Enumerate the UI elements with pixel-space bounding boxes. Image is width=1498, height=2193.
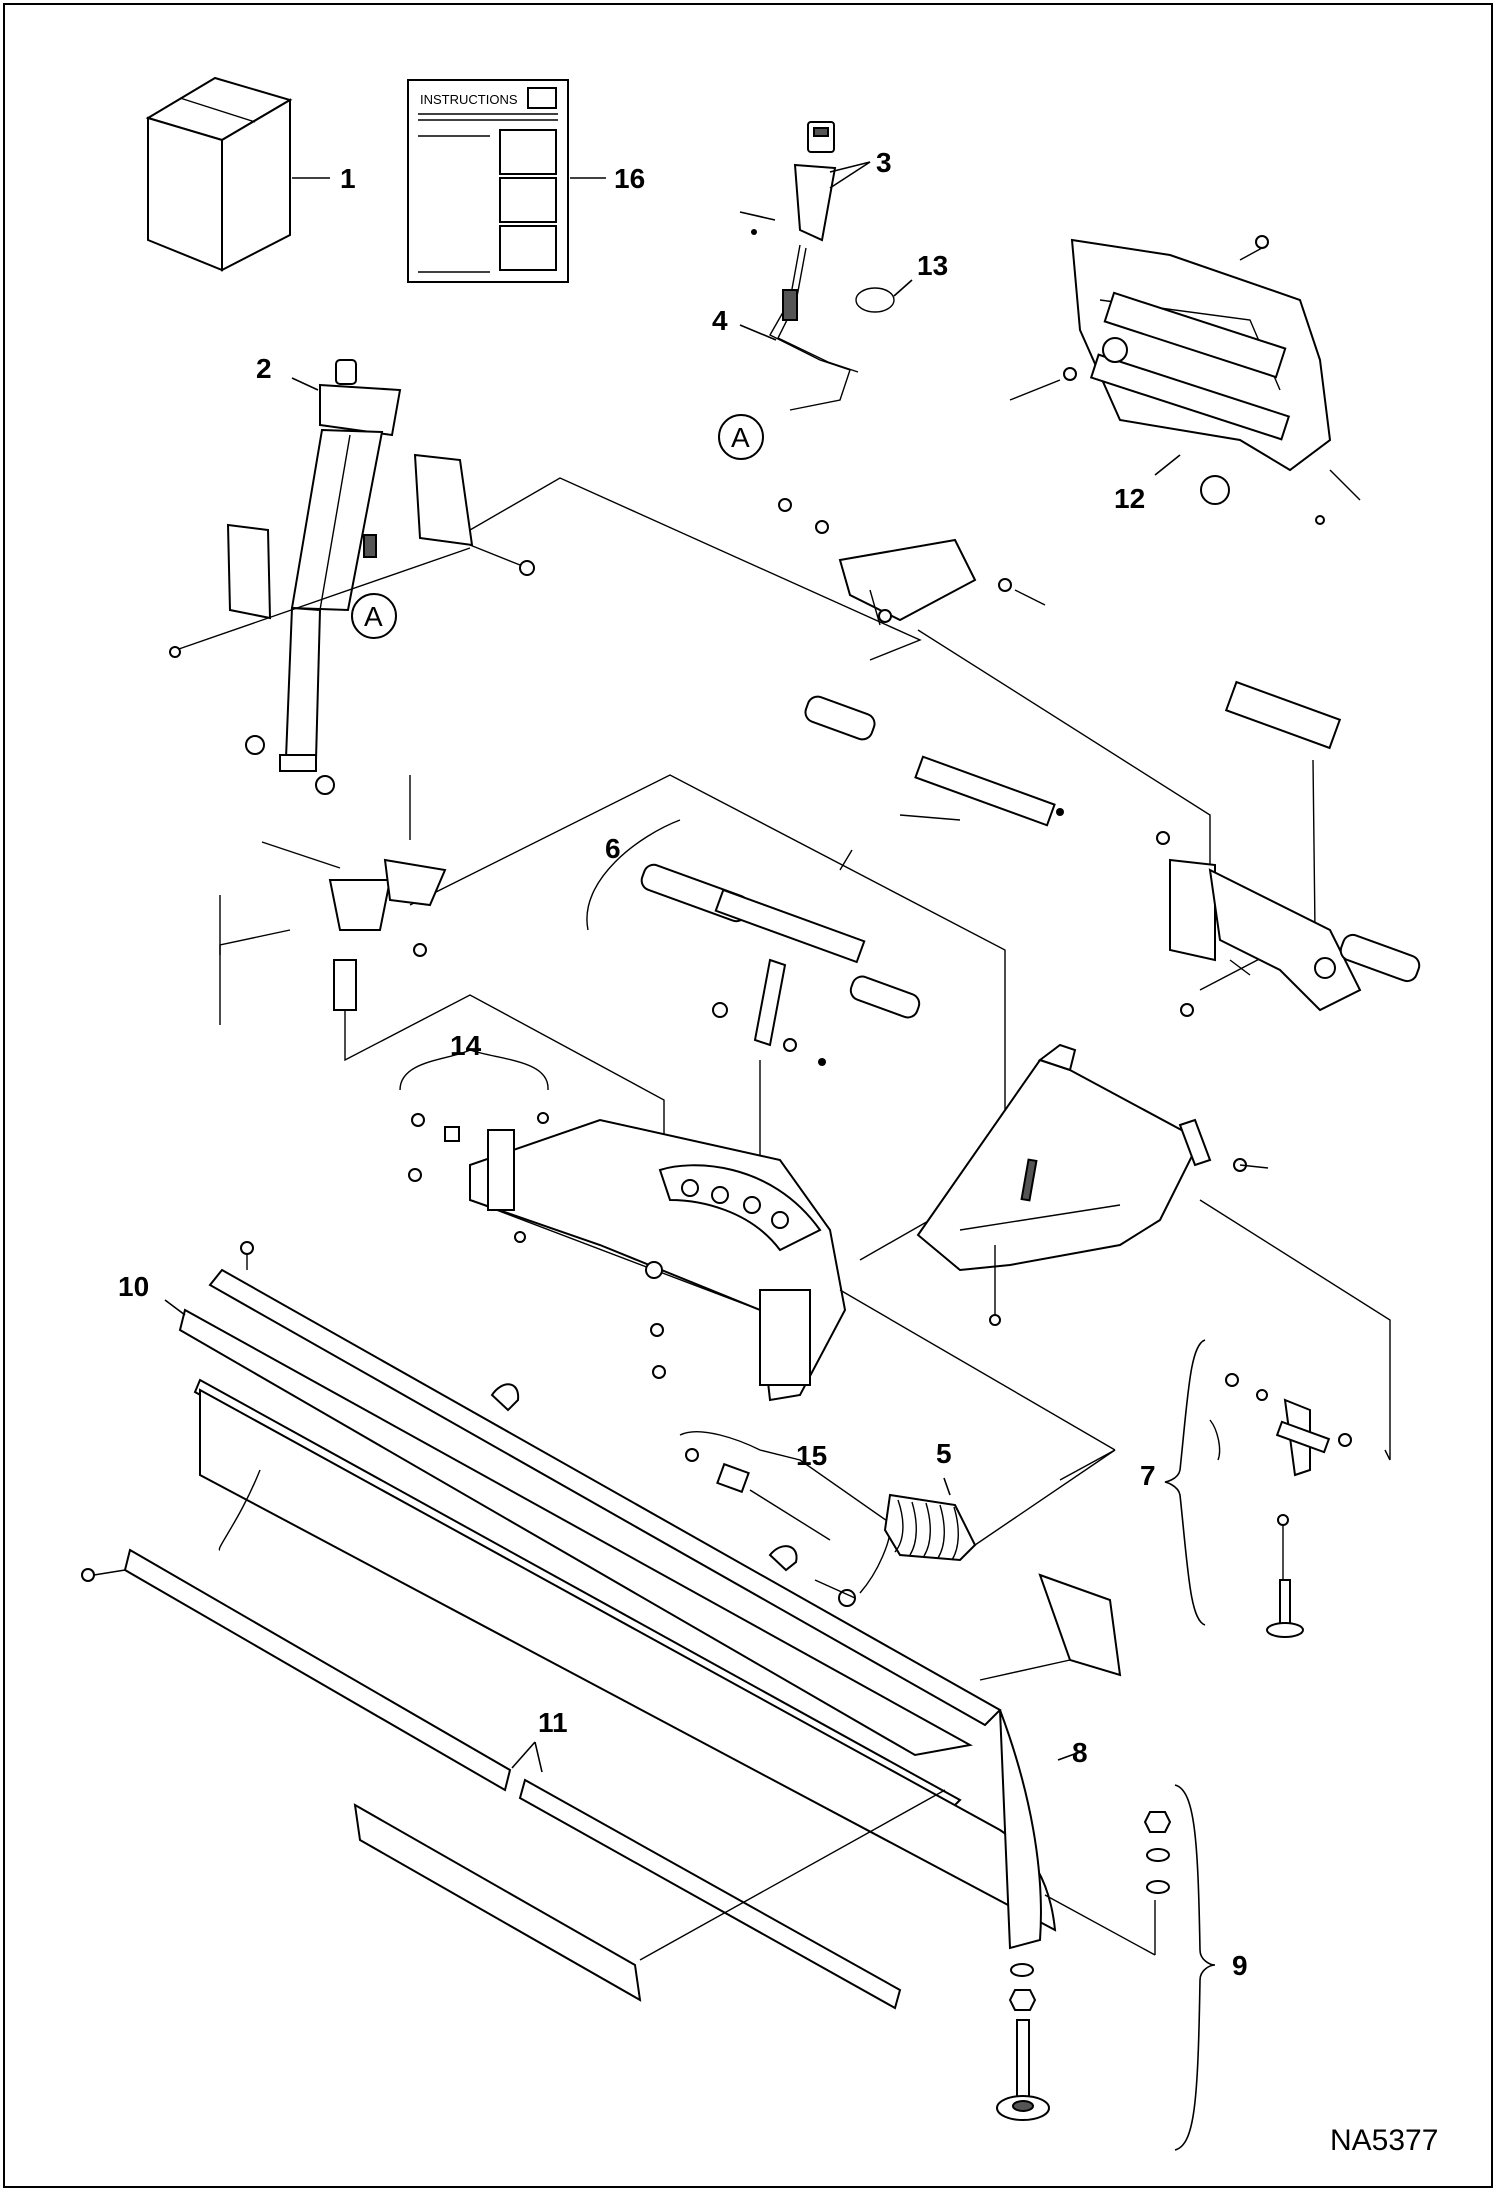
part-15-spring-hook: [679, 1431, 901, 1607]
part-3-switch-bracket: [739, 121, 871, 242]
actuator-lower-mount: [219, 735, 447, 1011]
callout-10: 10: [118, 1271, 149, 1302]
part-6-handle: [586, 819, 921, 1066]
upper-right-handle-bracket: [804, 680, 1421, 1017]
instructions-label: INSTRUCTIONS: [420, 92, 518, 107]
figure-id: NA5377: [1330, 2124, 1438, 2157]
ref-letter-a-lower: A: [364, 601, 383, 632]
callout-4: 4: [712, 305, 728, 336]
part-13-cable-tie: [855, 279, 913, 313]
part-9-skid-shoe: [996, 1784, 1216, 2151]
callout-14: 14: [450, 1030, 482, 1061]
part-4-wire-harness: [739, 244, 859, 411]
moldboard-decals: [353, 1573, 1122, 2002]
callout-2: 2: [256, 353, 272, 384]
actuator-upper-brackets: [169, 453, 535, 658]
callout-12: 12: [1114, 483, 1145, 514]
upper-pivot-bracket: [778, 498, 1046, 626]
callout-8: 8: [1072, 1737, 1088, 1768]
part-11-wear-strips: [81, 1548, 902, 2010]
callout-16: 16: [614, 163, 645, 194]
pivot-trip-frame: [916, 1043, 1269, 1326]
callout-5: 5: [936, 1438, 952, 1469]
part-8-moldboard: [199, 1383, 1081, 1950]
part-5-spring: [883, 1449, 1116, 1562]
part-7-trip-pin: [1164, 1339, 1391, 1638]
part-16-instructions-sheet: [407, 79, 606, 283]
callout-6: 6: [605, 833, 621, 864]
part-2-actuator: [279, 359, 402, 772]
ref-circle-a-upper: [718, 414, 764, 460]
callout-1: 1: [340, 163, 356, 194]
part-1-box: [145, 76, 330, 272]
callout-13: 13: [917, 250, 948, 281]
part-10-cutting-edge: [164, 1241, 1002, 1812]
callout-3: 3: [876, 147, 892, 178]
callout-9: 9: [1232, 1950, 1248, 1981]
ref-letter-a-upper: A: [731, 422, 750, 453]
callout-7: 7: [1140, 1460, 1156, 1491]
ref-circle-a-lower: [351, 593, 397, 639]
assembly-leader-lines: [219, 477, 1391, 1460]
callout-11: 11: [538, 1707, 568, 1738]
part-12-mount-plate: [1009, 235, 1361, 525]
callout-15: 15: [796, 1440, 827, 1471]
